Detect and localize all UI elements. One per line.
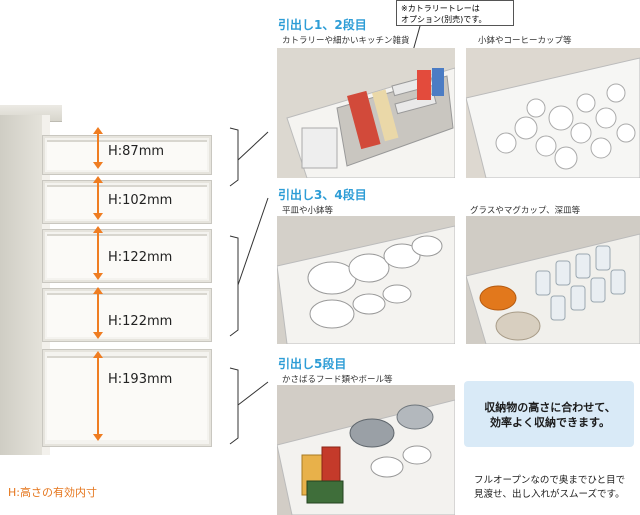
section-2b-subtitle: グラスやマグカップ、深皿等 xyxy=(470,206,581,216)
section-3-title: 引出し5段目 xyxy=(278,357,347,371)
info-line-2: 効率よく収納できます。 xyxy=(490,416,610,429)
drawer-4 xyxy=(42,288,212,342)
section-3-subtitle: かさばるフード類やボール等 xyxy=(282,375,393,385)
drawer-3 xyxy=(42,229,212,283)
section-1-subtitle: カトラリーや細かいキッチン雑貨 xyxy=(282,36,410,46)
photo-cutlery-drawer xyxy=(277,48,455,178)
height-arrow-5 xyxy=(93,351,103,441)
height-arrow-2 xyxy=(93,176,103,220)
info-box xyxy=(464,381,634,447)
cabinet-front xyxy=(42,115,50,455)
height-arrow-1 xyxy=(93,127,103,169)
height-arrow-4 xyxy=(93,287,103,339)
info-text: 収納物の高さに合わせて、 効率よく収納できます。 xyxy=(470,400,630,430)
cutlery-tray-callout: ※カトラリートレーは オプション(別売)です。 xyxy=(396,0,514,26)
drawer-1-height: H:87mm xyxy=(108,144,165,159)
drawer-4-height: H:122mm xyxy=(108,314,173,329)
section-1b-subtitle: 小鉢やコーヒーカップ等 xyxy=(478,36,572,46)
section-2-title: 引出し3、4段目 xyxy=(278,188,367,202)
height-arrow-3 xyxy=(93,226,103,280)
photo-small-bowls-drawer xyxy=(466,48,640,178)
photo-glasses-drawer xyxy=(466,216,640,344)
bottom-line-2: 見渡せ、出し入れがスムーズです。 xyxy=(474,489,625,500)
callout-line-2: オプション(別売)です。 xyxy=(401,15,487,24)
drawer-1 xyxy=(42,135,212,175)
photo-plates-drawer xyxy=(277,216,455,344)
drawer-2-height: H:102mm xyxy=(108,193,173,208)
drawer-5 xyxy=(42,349,212,447)
bracket-lines xyxy=(229,127,269,445)
section-2-subtitle: 平皿や小鉢等 xyxy=(282,206,334,216)
section-1-title: 引出し1、2段目 xyxy=(278,18,367,32)
bottom-line-1: フルオープンなので奥までひと目で xyxy=(474,475,626,486)
height-note: H:高さの有効内寸 xyxy=(8,486,97,499)
cabinet-side xyxy=(0,115,42,455)
full-open-description: フルオープンなので奥までひと目で 見渡せ、出し入れがスムーズです。 xyxy=(474,474,640,502)
drawer-3-height: H:122mm xyxy=(108,250,173,265)
photo-food-bowls-drawer xyxy=(277,385,455,515)
drawer-5-height: H:193mm xyxy=(108,372,173,387)
callout-line-1: ※カトラリートレーは xyxy=(401,4,480,13)
cabinet-illustration xyxy=(0,105,215,455)
info-line-1: 収納物の高さに合わせて、 xyxy=(484,401,616,414)
drawer-2 xyxy=(42,180,212,224)
